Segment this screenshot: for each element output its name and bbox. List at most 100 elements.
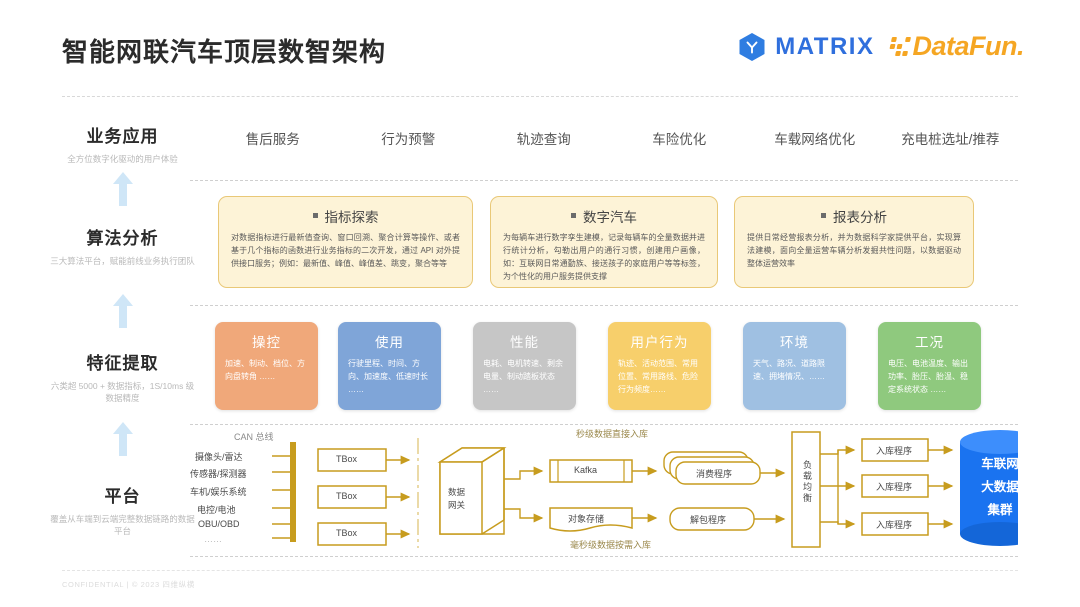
rail-stage-platform: 平台 覆盖从车端到云端完整数据链路的数据平台 (40, 482, 205, 538)
feature-title: 操控 (252, 335, 281, 350)
feature-card-condition[interactable]: 工况 电压、电池温度、输出功率、胎压、胎温、稳定系统状态 …… (878, 322, 981, 410)
app-item[interactable]: 车险优化 (652, 132, 707, 147)
page-title: 智能网联汽车顶层数智架构 (62, 37, 387, 67)
datafun-wordmark: DataFun. (912, 31, 1024, 61)
load-balancer-label: 负载均衡 (802, 460, 812, 504)
feature-card-user-behavior[interactable]: 用户行为 轨迹、活动范围、常用位置、常用路线、危险行为频度…… (608, 322, 711, 410)
feature-card-environment[interactable]: 环境 天气、路况、道路限速、拥堵情况、…… (743, 322, 846, 410)
up-arrow-icon (112, 172, 134, 206)
rail-stage-algorithm: 算法分析 三大算法平台，赋能前线业务执行团队 (40, 224, 205, 267)
cluster-label-line2: 大数据 (981, 480, 1019, 494)
up-arrow-icon (112, 422, 134, 456)
source-item: OBU/OBD (198, 519, 240, 529)
matrix-wordmark: MATRIX (775, 32, 875, 60)
rail-title: 算法分析 (86, 229, 159, 248)
business-app-row: 售后服务 行为预警 轨迹查询 车险优化 车载网络优化 充电桩选址/推荐 (205, 128, 1018, 148)
rail-title: 业务应用 (86, 127, 159, 146)
card-title: 报表分析 (833, 210, 887, 225)
gateway-label-line2: 网关 (448, 500, 466, 510)
platform-diagram-svg (272, 430, 1018, 548)
row-divider-1 (190, 180, 1018, 181)
app-item[interactable]: 车载网络优化 (774, 132, 856, 147)
feature-title: 使用 (375, 335, 404, 350)
rail-subtitle: 覆盖从车端到云端完整数据链路的数据平台 (50, 514, 195, 537)
footer-divider (62, 570, 1018, 571)
app-item[interactable]: 售后服务 (245, 132, 300, 147)
feature-title: 性能 (510, 335, 539, 350)
algorithm-card[interactable]: 指标探索 对数据指标进行最新值查询、窗口回溯、聚合计算等操作、或者基于几个指标的… (218, 196, 473, 288)
object-store-label: 对象存储 (568, 514, 605, 524)
gateway-label-line1: 数据 (448, 487, 466, 497)
source-item: 车机/娱乐系统 (190, 487, 247, 497)
row-divider-4 (190, 556, 1018, 557)
feature-body: 电压、电池温度、输出功率、胎压、胎温、稳定系统状态 …… (888, 359, 968, 394)
up-arrow-icon (112, 294, 134, 328)
ingest-label: 入库程序 (876, 520, 913, 530)
matrix-logo: MATRIX (738, 32, 874, 62)
card-body: 对数据指标进行最新值查询、窗口回溯、聚合计算等操作、或者基于几个指标的函数进行业… (231, 233, 460, 268)
source-item: …… (204, 534, 222, 544)
datafun-logo: DataFun. (888, 31, 1024, 62)
feature-body: 电耗、电机转速、剩余电量、制动踏板状态 …… (483, 359, 563, 394)
tbox-label: TBox (336, 491, 358, 501)
unpack-label: 解包程序 (690, 515, 727, 525)
source-item: 摄像头/雷达 (195, 452, 243, 462)
app-item[interactable]: 充电桩选址/推荐 (901, 132, 1000, 147)
feature-body: 轨迹、活动范围、常用位置、常用路线、危险行为频度…… (618, 359, 698, 394)
rail-stage-business: 业务应用 全方位数字化驱动的用户体验 (40, 122, 205, 165)
bullet-square-icon (312, 212, 318, 218)
bullet-square-icon (821, 212, 826, 218)
feature-body: 加速、制动、档位、方向盘转角 …… (225, 359, 305, 381)
feature-title: 工况 (915, 335, 944, 350)
hexagon-icon (738, 32, 766, 62)
algorithm-card[interactable]: 报表分析 提供日常经营报表分析，并为数据科学家提供平台，实现算法建模，面向全量运… (734, 196, 974, 288)
app-item[interactable]: 轨迹查询 (516, 132, 571, 147)
datafun-dots-icon (888, 37, 912, 56)
can-bus-label: CAN 总线 (234, 432, 274, 442)
card-title-row: 报表分析 (747, 206, 961, 226)
cluster-label-line3: 集群 (987, 503, 1013, 517)
rail-subtitle: 全方位数字化驱动的用户体验 (67, 154, 178, 164)
rail-stage-feature: 特征提取 六类超 5000 + 数据指标，1S/10ms 级数据精度 (40, 349, 205, 405)
card-title-row: 指标探索 (231, 206, 460, 226)
feature-card-control[interactable]: 操控 加速、制动、档位、方向盘转角 …… (215, 322, 318, 410)
logo-group: MATRIX DataFun. (738, 31, 1024, 62)
rail-subtitle: 六类超 5000 + 数据指标，1S/10ms 级数据精度 (50, 381, 195, 404)
algorithm-card[interactable]: 数字汽车 为每辆车进行数字孪生建模，记录每辆车的全量数据并进行统计分析，勾勒出用… (490, 196, 718, 288)
feature-title: 环境 (780, 335, 809, 350)
feature-body: 天气、路况、道路限速、拥堵情况、…… (753, 359, 825, 381)
row-divider-3 (190, 424, 1018, 425)
cluster-label-line1: 车联网 (981, 457, 1019, 471)
consumer-label: 消费程序 (696, 469, 733, 479)
feature-card-usage[interactable]: 使用 行驶里程、时间、方向、加速度、低速时长 …… (338, 322, 441, 410)
ingest-label: 入库程序 (876, 482, 913, 492)
header-divider (62, 96, 1018, 97)
feature-card-row: 操控 加速、制动、档位、方向盘转角 …… 使用 行驶里程、时间、方向、加速度、低… (215, 322, 1015, 410)
card-body: 为每辆车进行数字孪生建模，记录每辆车的全量数据并进行统计分析，勾勒出用户的通行习… (503, 233, 705, 281)
tbox-label: TBox (336, 528, 358, 538)
algorithm-card-row: 指标探索 对数据指标进行最新值查询、窗口回溯、聚合计算等操作、或者基于几个指标的… (218, 196, 1018, 288)
platform-diagram: CAN 总线 摄像头/雷达 传感器/探测器 车机/娱乐系统 电控/电池 OBU/… (190, 424, 1019, 554)
source-item: 电控/电池 (197, 505, 236, 515)
top-note: 秒级数据直接入库 (576, 429, 649, 439)
bullet-square-icon (571, 212, 576, 218)
rail-title: 平台 (104, 487, 141, 506)
footer-text: CONFIDENTIAL | © 2023 四维纵横 (62, 580, 195, 589)
card-body: 提供日常经营报表分析，并为数据科学家提供平台，实现算法建模，面向全量运营车辆分析… (747, 233, 961, 268)
card-title-row: 数字汽车 (503, 206, 705, 226)
rail-title: 特征提取 (86, 354, 159, 373)
rail-subtitle: 三大算法平台，赋能前线业务执行团队 (50, 256, 195, 266)
feature-card-performance[interactable]: 性能 电耗、电机转速、剩余电量、制动踏板状态 …… (473, 322, 576, 410)
bottom-note: 毫秒级数据按需入库 (570, 540, 652, 550)
tbox-label: TBox (336, 454, 358, 464)
row-divider-2 (190, 305, 1018, 306)
ingest-label: 入库程序 (876, 446, 913, 456)
card-title: 指标探索 (324, 210, 379, 225)
source-item: 传感器/探测器 (190, 469, 247, 479)
stage-rail: 业务应用 全方位数字化驱动的用户体验 算法分析 三大算法平台，赋能前线业务执行团… (40, 104, 205, 574)
kafka-label: Kafka (574, 465, 598, 475)
card-title: 数字汽车 (583, 210, 637, 225)
slide-header: 智能网联汽车顶层数智架构 MATRIX DataFu (0, 0, 1080, 96)
app-item[interactable]: 行为预警 (381, 132, 436, 147)
